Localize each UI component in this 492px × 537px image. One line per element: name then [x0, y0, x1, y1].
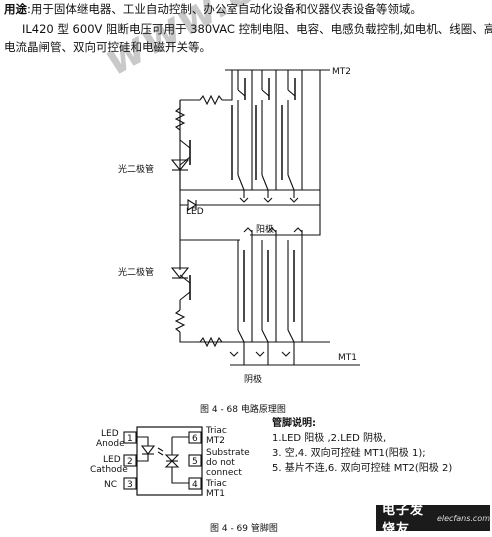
pin-5-number: 5: [192, 457, 198, 467]
mt2-label: MT2: [332, 67, 351, 77]
pin-4-number: 4: [192, 480, 198, 490]
pin-1-line-2: Anode: [96, 439, 125, 449]
pin-6-line-1: Triac: [205, 426, 227, 436]
pin-4-line-2: MT1: [206, 489, 225, 499]
pin-4-line-1: Triac: [205, 479, 227, 489]
description-line-1: IL420 型 600V 阻断电压可用于 380VAC 控制电阻、电容、电感负载…: [22, 22, 492, 36]
cathode-label: 阴极: [244, 373, 262, 385]
package-caption: 图 4 - 69 管脚图: [210, 524, 278, 534]
resistor-top: [199, 94, 223, 106]
pin-notes-header: 管脚说明:: [272, 418, 316, 429]
resistor-bottom: [199, 336, 223, 348]
top-return-rail: [179, 100, 320, 191]
pin-5-line-3: connect: [206, 468, 242, 478]
usage-label: 用途: [4, 2, 27, 16]
usage-line: 用途:用于固体继电器、工业自动控制、办公室自动化设备和仪器仪表设备等领域。: [4, 2, 422, 16]
package-diagram: [123, 426, 203, 496]
description-line-2: 电流晶闸管、双向可控硅和电磁开关等。: [4, 40, 211, 54]
mt1-label: MT1: [338, 353, 357, 363]
pin-notes: 管脚说明: 1.LED 阳极 ,2.LED 阴极, 3. 空,4. 双向可控硅 …: [272, 416, 452, 476]
pin-2-line-2: Cathode: [90, 465, 128, 475]
right-vertical-rail: [250, 70, 321, 236]
top-transistor-array: [231, 70, 303, 203]
pin-2-number: 2: [127, 457, 133, 467]
anode-label: 阳极: [256, 223, 274, 235]
site-logo: 电子发烧友 elecfans.com: [376, 503, 490, 537]
pin-notes-line-3: 5. 基片不连,6. 双向可控硅 MT2(阳极 2): [272, 463, 453, 474]
usage-text: :用于固体继电器、工业自动控制、办公室自动化设备和仪器仪表设备等领域。: [27, 2, 422, 16]
pin-6-line-2: MT2: [206, 436, 225, 446]
circuit-caption: 图 4 - 68 电路原理图: [200, 405, 286, 415]
pin-3-number: 3: [127, 480, 133, 490]
resistor-top-left: [174, 107, 186, 131]
photodiode-bottom-label: 光二极管: [118, 266, 154, 278]
pin-notes-line-2: 3. 空,4. 双向可控硅 MT1(阳极 1);: [272, 448, 426, 459]
led-symbol: [187, 199, 198, 211]
pin-1-line-1: LED: [101, 429, 119, 439]
pin-1-number: 1: [127, 434, 133, 444]
resistor-bottom-left: [174, 309, 186, 333]
bottom-transistor-array: [229, 227, 303, 365]
pin-notes-line-1: 1.LED 阳极 ,2.LED 阴极,: [272, 433, 387, 444]
led-label: LED: [186, 207, 204, 217]
pin-2-line-1: LED: [103, 455, 121, 465]
bottom-return-rail: [179, 332, 330, 343]
pin-5-line-2: do not: [206, 458, 235, 468]
pin-6-number: 6: [192, 434, 198, 444]
photodiode-bottom-symbol: [170, 267, 190, 279]
photodiode-top-label: 光二极管: [118, 163, 154, 175]
pin-3-line-1: NC: [104, 480, 117, 490]
photodiode-top-symbol: [170, 159, 190, 171]
pin-5-line-1: Substrate: [206, 448, 250, 458]
logo-en: elecfans.com: [436, 513, 490, 523]
logo-cn: 电子发烧友: [382, 503, 425, 537]
